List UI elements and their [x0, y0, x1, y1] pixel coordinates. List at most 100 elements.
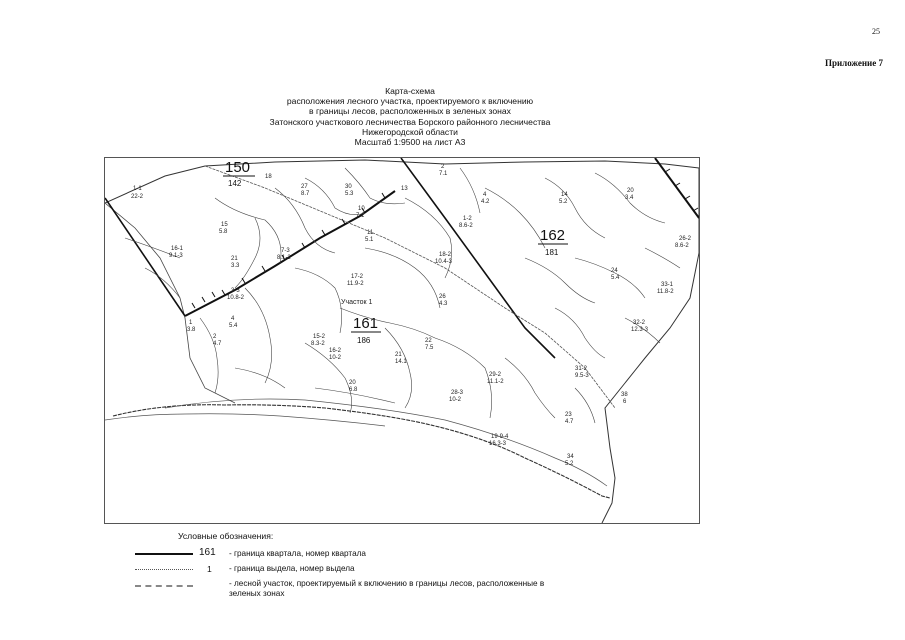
- appendix-label: Приложение 7: [824, 58, 883, 68]
- vydel-label: 26-2: [679, 236, 692, 242]
- vydel-boundaries: [124, 167, 681, 424]
- vydel-area: 10-2: [329, 355, 342, 361]
- vydel-label: 4: [483, 192, 487, 198]
- vydel-label: 22: [425, 338, 432, 344]
- vydel-area: 11.9-2: [347, 281, 364, 287]
- vydel-label: 31-2: [575, 366, 588, 372]
- map-title-block: Карта-схема расположения лесного участка…: [200, 86, 620, 147]
- vydel-area: 4.3: [439, 301, 448, 307]
- vydel-area: 5.4: [611, 275, 620, 281]
- vydel-label: 1: [189, 320, 193, 326]
- quarter-area-161: 186: [357, 336, 371, 345]
- vydel-label: 18: [265, 174, 272, 180]
- vydel-area: 7.1: [439, 171, 448, 177]
- river-boundary-inner: [164, 398, 608, 487]
- vydel-label: 27: [301, 184, 308, 190]
- vydel-label: 11: [367, 230, 374, 236]
- forest-outer-boundary: [105, 159, 699, 523]
- vydel-area: 11.1-2: [487, 379, 504, 385]
- site-label: Участок 1: [341, 299, 373, 306]
- vydel-area: 14.1: [395, 359, 407, 365]
- vydel-area: 4.2: [481, 199, 490, 205]
- vydel-area: 5.4: [229, 323, 238, 329]
- legend-title: Условные обозначения:: [178, 531, 274, 541]
- vydel-label: 34: [567, 454, 574, 460]
- river-boundary: [112, 404, 611, 499]
- vydel-label: 29-2: [489, 372, 502, 378]
- legend-text-vydel: - граница выдела, номер выдела: [229, 564, 355, 573]
- vydel-area: 7.5: [425, 345, 434, 351]
- vydel-label: 14: [561, 192, 568, 198]
- vydel-labels: 1-1 22-2 18 27 8.7 30 5.3 13 2 7.1 4 4.2…: [131, 164, 692, 467]
- legend-swatch-vydel: [135, 569, 193, 570]
- vydel-label: 38: [621, 392, 628, 398]
- vydel-area: 7.1: [356, 213, 365, 219]
- river-edge: [105, 413, 386, 427]
- vydel-area: 5.3: [345, 191, 354, 197]
- title-line-5: Нижегородской области: [362, 126, 458, 137]
- legend-num-quarter: 161: [199, 547, 216, 558]
- vydel-area: 3.4: [625, 195, 634, 201]
- page-number: 25: [872, 27, 880, 36]
- quarter-boundary-ne: [654, 158, 699, 219]
- vydel-label: 21: [395, 352, 402, 358]
- vydel-area: 11.8-2: [657, 289, 674, 295]
- vydel-label: 20: [349, 380, 356, 386]
- vydel-area: 9.1-3: [169, 253, 183, 259]
- vydel-area: 10.4-3: [435, 259, 453, 265]
- vydel-area: 8.1-2: [277, 255, 291, 261]
- vydel-label: 16-2: [329, 348, 342, 354]
- vydel-label: 10: [358, 206, 365, 212]
- forest-left-boundary: [105, 202, 236, 404]
- vydel-label: 33-1: [661, 282, 674, 288]
- title-line-2: расположения лесного участка, проектируе…: [286, 96, 534, 107]
- quarter-number-161: 161: [353, 315, 378, 332]
- vydel-area: 4.7: [565, 419, 574, 425]
- quarter-markers: [191, 168, 699, 309]
- legend-num-vydel: 1: [207, 564, 212, 574]
- vydel-area: 6: [623, 399, 627, 405]
- vydel-area: 10.8-2: [227, 295, 245, 301]
- vydel-area: 5.1: [365, 237, 374, 243]
- quarter-boundary-150-161: [184, 190, 396, 317]
- vydel-area: 8.6-2: [459, 223, 473, 229]
- vydel-label: 19-9-4: [491, 434, 509, 440]
- vydel-area: 3.8: [187, 327, 196, 333]
- vydel-area: 8.6-2: [675, 243, 689, 249]
- vydel-area: 5.8: [219, 229, 228, 235]
- vydel-area: 5.2: [559, 199, 568, 205]
- vydel-label: 1-2: [463, 216, 472, 222]
- vydel-area: 22-2: [131, 194, 144, 200]
- title-line-3: в границы лесов, расположенных в зеленых…: [309, 106, 511, 117]
- legend-item-site: - лесной участок, проектируемый к включе…: [135, 578, 544, 604]
- quarter-boundary-left: [105, 197, 186, 317]
- vydel-label: 23: [565, 412, 572, 418]
- vydel-area: 8.7: [301, 191, 310, 197]
- title-line-1: Карта-схема: [385, 86, 435, 96]
- quarter-area-162: 181: [545, 248, 559, 257]
- vydel-area: 4.7: [213, 341, 222, 347]
- vydel-label: 4: [231, 316, 235, 322]
- vydel-label: 18-2: [439, 252, 452, 258]
- vydel-label: 20: [627, 188, 634, 194]
- quarter-boundary-161-162: [400, 158, 556, 359]
- legend-text-site: - лесной участок, проектируемый к включе…: [229, 579, 545, 598]
- vydel-label: 2: [213, 334, 217, 340]
- vydel-area: 12.3-3: [631, 327, 649, 333]
- vydel-label: 3-3: [231, 288, 240, 294]
- map-frame: 150 142 161 186 162 181 Участок 1 1-1 22…: [104, 157, 700, 524]
- legend-text-quarter: - граница квартала, номер квартала: [229, 549, 366, 558]
- legend-swatch-site: [135, 585, 193, 587]
- vydel-label: 26: [439, 294, 446, 300]
- quarter-number-162: 162: [540, 227, 565, 244]
- title-line-4: Затонского участкового лесничества Борск…: [269, 116, 551, 127]
- legend-swatch-quarter: [135, 553, 193, 555]
- legend-item-vydel: 1 - граница выдела, номер выдела: [135, 563, 535, 579]
- vydel-area: 9.5-3: [575, 373, 589, 379]
- vydel-label: 32-2: [633, 320, 646, 326]
- vydel-label: 21: [231, 256, 238, 262]
- legend-item-quarter: 161 - граница квартала, номер квартала: [135, 546, 535, 562]
- vydel-label: 1-1: [133, 186, 142, 192]
- quarter-number-150: 150: [225, 159, 250, 176]
- vydel-label: 15: [221, 222, 228, 228]
